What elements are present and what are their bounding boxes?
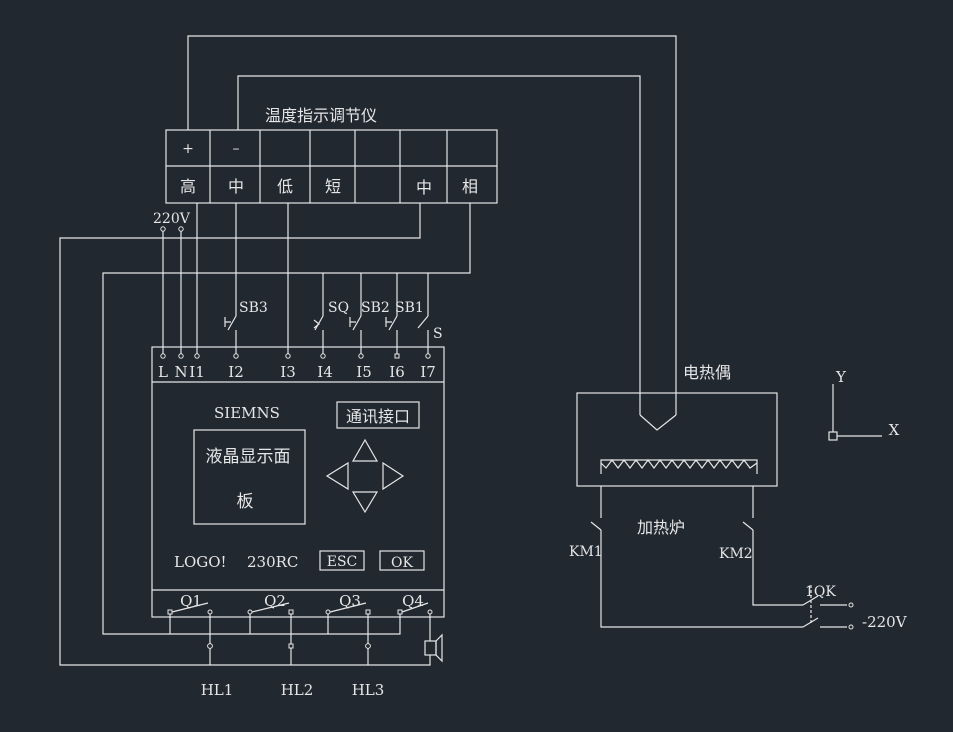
temperature-controller: 温度指示调节仪 + – 高 中 低 短 中 相 [165,106,498,204]
thermocouple-wire-minus [237,75,641,415]
lamp-hl3 [365,643,371,649]
esc-key-label: ESC [327,554,358,570]
plc-model-number: 230RC [247,553,298,571]
arrow-down-icon [351,491,379,514]
terminal-high: 高 [180,177,196,196]
output-Q4: Q4 [402,592,424,610]
switch-sb3-label: SB3 [239,300,268,316]
lcd-display-label-1: 液晶显示面 [206,447,291,467]
terminal-neutral: 中 [416,178,432,197]
arrow-left-icon [325,461,349,491]
comm-port [336,401,420,429]
contactor-km2-label: KM2 [719,546,753,562]
terminal-plus: + [182,141,194,157]
ok-key-label: OK [391,555,413,571]
input-I2: I2 [228,363,243,381]
input-I6: I6 [389,363,404,381]
breaker-1qk: 1QK -220V [802,584,908,631]
lamp-hl3-label: HL3 [352,681,385,699]
controller-title: 温度指示调节仪 [265,106,377,125]
input-N: N [174,363,187,381]
lcd-display-label-2: 板 [237,492,254,512]
ok-key [379,550,425,571]
thermocouple-wire-plus [187,35,677,415]
switch-sb1: SB1 [385,300,424,331]
furnace: 电热偶 加热炉 KM1 KM2 [569,363,803,628]
lamp-hl1-label: HL1 [201,681,234,699]
terminal-low: 低 [277,177,293,196]
switch-sb3: SB3 [224,300,268,331]
contactor-km1-label: KM1 [569,544,603,560]
lamp-hl2 [288,643,294,649]
comm-port-label: 通讯接口 [346,407,410,426]
phase-bus-wire [102,203,471,635]
furnace-body [576,392,778,487]
plc-logo: L N I1 I2 I3 I4 I5 I6 I7 SIEMNS 通讯接口 液晶显… [151,346,445,618]
plc-brand: SIEMNS [214,404,280,422]
input-I7: I7 [420,363,435,381]
furnace-supply-wire-1 [600,530,803,628]
switch-sb1-label: SB1 [395,300,424,316]
thermocouple-tip [639,414,677,431]
input-L: L [158,363,168,381]
buzzer-icon [424,633,443,663]
switch-s-label: S [433,326,443,342]
supply-voltage-label: -220V [862,613,908,631]
supply-label: 220V [153,211,191,227]
ucs-axis-icon: Y X [828,368,900,441]
output-Q2: Q2 [264,592,286,610]
lamp-hl1 [207,643,213,649]
plc-model-logo: LOGO! [174,553,227,571]
breaker-label: 1QK [805,584,836,600]
switch-sq: SQ [313,300,349,331]
arrow-up-icon [351,438,379,462]
furnace-label: 加热炉 [637,518,685,537]
lamp-hl2-label: HL2 [281,681,314,699]
ucs-x-label: X [889,421,900,439]
output-contacts [167,602,433,615]
esc-key [319,550,365,571]
arrow-right-icon [382,461,405,491]
switch-sq-label: SQ [328,300,349,316]
switch-sb2-label: SB2 [361,300,390,316]
furnace-supply-wire-2 [752,530,803,606]
ucs-y-label: Y [835,368,847,386]
input-I1: I1 [189,363,204,381]
neutral-bus-wire [59,203,431,666]
terminal-mid: 中 [228,177,244,196]
terminal-minus: – [233,141,240,157]
terminal-short: 短 [325,177,341,196]
switch-s: S [417,315,443,342]
switch-sb2: SB2 [349,300,390,331]
lcd-display [193,429,306,525]
input-I3: I3 [280,363,295,381]
thermocouple-label: 电热偶 [683,363,731,382]
terminal-phase: 相 [462,177,478,196]
plc-body [151,346,445,618]
input-I5: I5 [356,363,371,381]
input-I4: I4 [317,363,332,381]
heating-element-icon [600,459,758,469]
